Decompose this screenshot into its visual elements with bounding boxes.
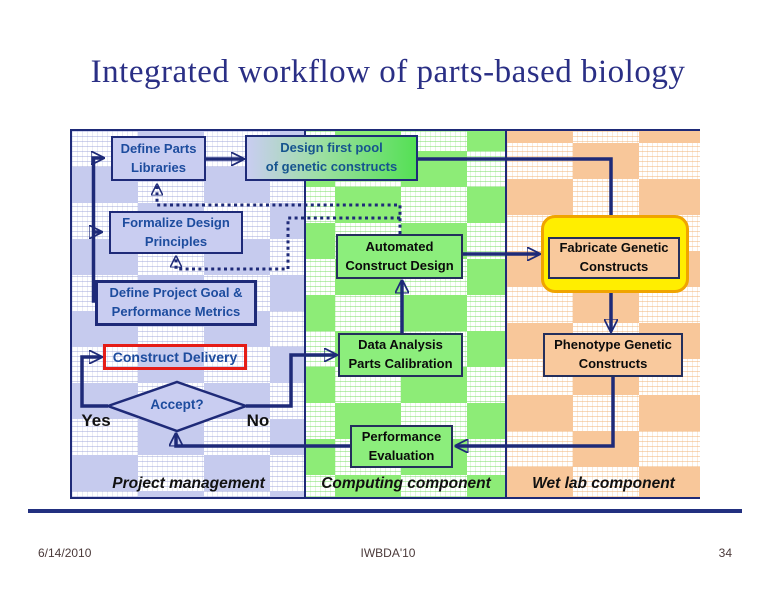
formalize-design-principles-box: Formalize Design Principles	[109, 211, 243, 254]
define-project-goal-box: Define Project Goal & Performance Metric…	[95, 280, 257, 326]
fabricate-genetic-constructs-box: Fabricate Genetic Constructs	[548, 237, 680, 279]
define-parts-libraries-box: Define Parts Libraries	[111, 136, 206, 181]
footer-page-number: 34	[718, 546, 732, 560]
label-computing-component: Computing component	[321, 475, 491, 492]
automated-construct-design-box: Automated Construct Design	[336, 234, 463, 279]
accept-decision-label: Accept?	[150, 397, 204, 412]
column-divider-2	[505, 131, 507, 497]
label-wetlab-component: Wet lab component	[532, 475, 675, 492]
decision-no-label: No	[246, 411, 270, 430]
construct-delivery-box: Construct Delivery	[103, 344, 247, 370]
slide-title: Integrated workflow of parts-based biolo…	[90, 54, 686, 90]
column-divider-1	[304, 131, 306, 497]
footer-date: 6/14/2010	[38, 546, 92, 560]
decision-yes-label: Yes	[81, 411, 111, 430]
data-analysis-box: Data Analysis Parts Calibration	[338, 333, 463, 377]
column-wetlab-component	[507, 131, 700, 497]
label-project-management: Project management	[112, 475, 265, 492]
performance-evaluation-box: Performance Evaluation	[350, 425, 453, 468]
footer-conference: IWBDA'10	[360, 546, 416, 560]
design-first-pool-box: Design first pool of genetic constructs	[245, 135, 418, 181]
phenotype-genetic-constructs-box: Phenotype Genetic Constructs	[543, 333, 683, 377]
footer-divider-line	[28, 509, 742, 513]
